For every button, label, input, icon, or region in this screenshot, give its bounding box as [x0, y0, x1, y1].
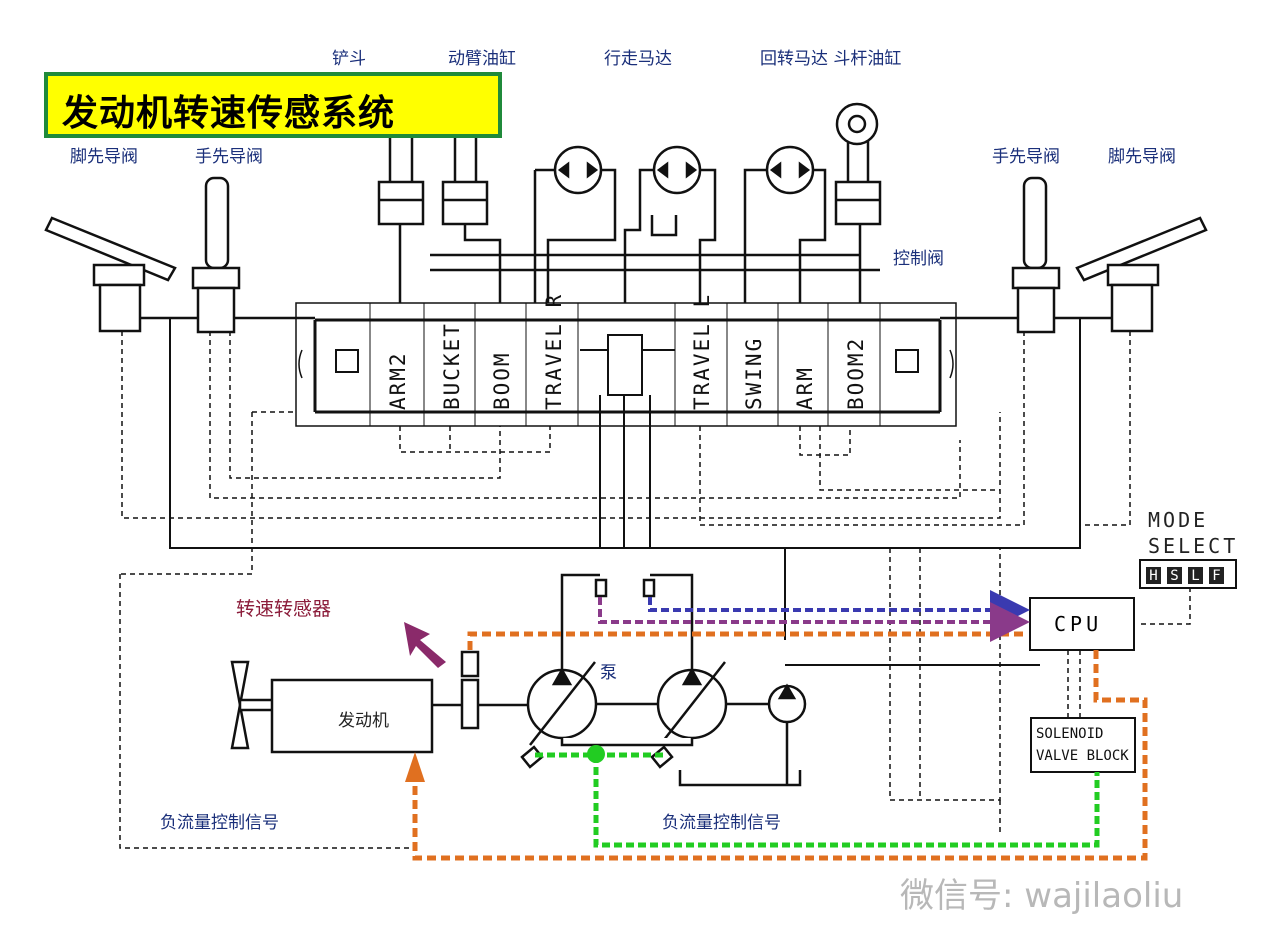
- left-pilot-valves: [44, 176, 315, 334]
- mode-key-f[interactable]: F: [1208, 566, 1225, 585]
- spool-travel-r: TRAVEL R: [542, 292, 566, 410]
- green-signal: [535, 752, 1100, 848]
- mode-key-s[interactable]: S: [1166, 566, 1183, 585]
- label-left-foot-pilot: 脚先导阀: [70, 147, 138, 167]
- label-neg-flow-right: 负流量控制信号: [662, 813, 781, 833]
- solenoid-line1: SOLENOID: [1036, 726, 1104, 742]
- label-neg-flow-left: 负流量控制信号: [160, 813, 279, 833]
- engine-assembly: [230, 650, 530, 754]
- label-bucket: 铲斗: [332, 49, 366, 69]
- spool-travel-l: TRAVEL L: [690, 292, 714, 410]
- mode-key-h[interactable]: H: [1145, 566, 1162, 585]
- pilot-dashed-lines: [119, 331, 1191, 849]
- label-travel-motor: 行走马达: [604, 49, 672, 69]
- orange-signal: [412, 631, 1148, 861]
- spool-boom2: BOOM2: [844, 336, 868, 410]
- title-banner: 发动机转速传感系统: [44, 72, 502, 138]
- solenoid-line2: VALVE BLOCK: [1036, 748, 1129, 764]
- label-boom-cylinder: 动臂油缸: [448, 49, 516, 69]
- spool-arm2: ARM2: [386, 351, 410, 410]
- pumps: [520, 573, 807, 787]
- cylinders: [377, 102, 882, 226]
- page-title: 发动机转速传感系统: [62, 93, 396, 134]
- mode-key-l[interactable]: L: [1187, 566, 1204, 585]
- mode-select-line1: MODE: [1148, 508, 1209, 532]
- cpu-label: CPU: [1054, 612, 1103, 636]
- label-engine: 发动机: [338, 711, 389, 731]
- control-valve-block: [295, 302, 957, 427]
- blue-signal: [648, 590, 1030, 630]
- mode-select-line2: SELECT: [1148, 534, 1239, 558]
- spool-bucket: BUCKET: [440, 322, 464, 410]
- label-swing-motor-arm-cylinder: 回转马达 斗杆油缸: [760, 49, 902, 69]
- orange-arrow: [405, 752, 425, 782]
- label-left-hand-pilot: 手先导阀: [195, 147, 263, 167]
- label-right-hand-pilot: 手先导阀: [992, 147, 1060, 167]
- purple-signal: [598, 597, 1030, 642]
- sensor-pointer-arrow: [404, 622, 446, 668]
- label-speed-sensor: 转速转感器: [236, 598, 332, 620]
- watermark: 微信号: wajilaoliu: [900, 876, 1184, 916]
- green-junction: [587, 745, 605, 763]
- pilot-solid-lines: [169, 318, 1081, 666]
- motors: [553, 145, 815, 195]
- label-right-foot-pilot: 脚先导阀: [1108, 147, 1176, 167]
- spool-boom: BOOM: [490, 351, 514, 410]
- spool-swing: SWING: [742, 336, 766, 410]
- spool-arm: ARM: [793, 366, 817, 410]
- top-hydraulic-lines: [398, 168, 880, 303]
- right-pilot-valves: [940, 176, 1208, 334]
- label-control-valve: 控制阀: [893, 249, 944, 269]
- label-pump: 泵: [600, 663, 617, 683]
